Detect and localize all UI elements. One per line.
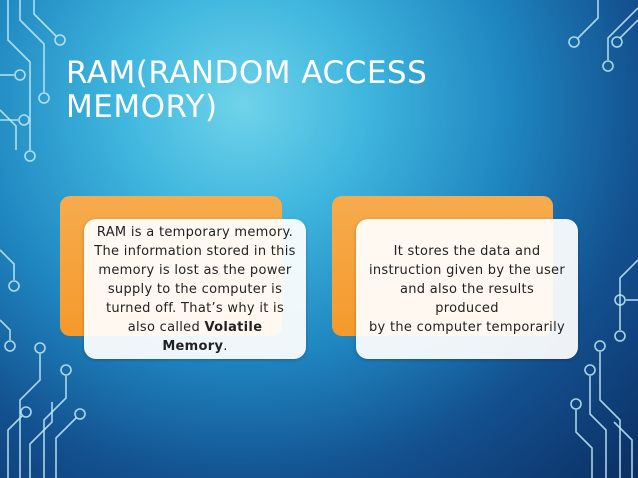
card-2-line: instruction given by the user — [368, 262, 565, 278]
card-1-line: turned off. That’s why it is — [105, 300, 285, 316]
card-1-text-prefix: also called — [127, 319, 205, 335]
volatile-memory-term: Volatile Memory — [162, 319, 263, 354]
card-1-text: RAM is a temporary memory. The informati… — [94, 223, 296, 356]
card-2-line: It stores the data and — [393, 243, 541, 259]
card-2-line: by the computer temporarily — [368, 319, 565, 335]
card-1-text-suffix: . — [223, 338, 228, 354]
card-1-line: RAM is a temporary memory. — [96, 224, 294, 240]
card-1-line: memory is lost as the power — [98, 262, 292, 278]
card-1-line: The information stored in this — [94, 243, 296, 259]
card-2-line: and also the results produced — [399, 281, 535, 316]
card-2-text: It stores the data and instruction given… — [366, 242, 568, 337]
card-2: It stores the data and instruction given… — [356, 219, 578, 359]
card-1-line: supply to the computer is — [107, 281, 283, 297]
title-line-2: MEMORY) — [66, 89, 218, 125]
title-line-1: RAM(RANDOM ACCESS — [66, 55, 428, 91]
card-1-line-6: also called Volatile Memory. — [94, 318, 296, 356]
card-1: RAM is a temporary memory. The informati… — [84, 219, 306, 359]
slide-title: RAM(RANDOM ACCESS MEMORY) — [66, 56, 466, 124]
